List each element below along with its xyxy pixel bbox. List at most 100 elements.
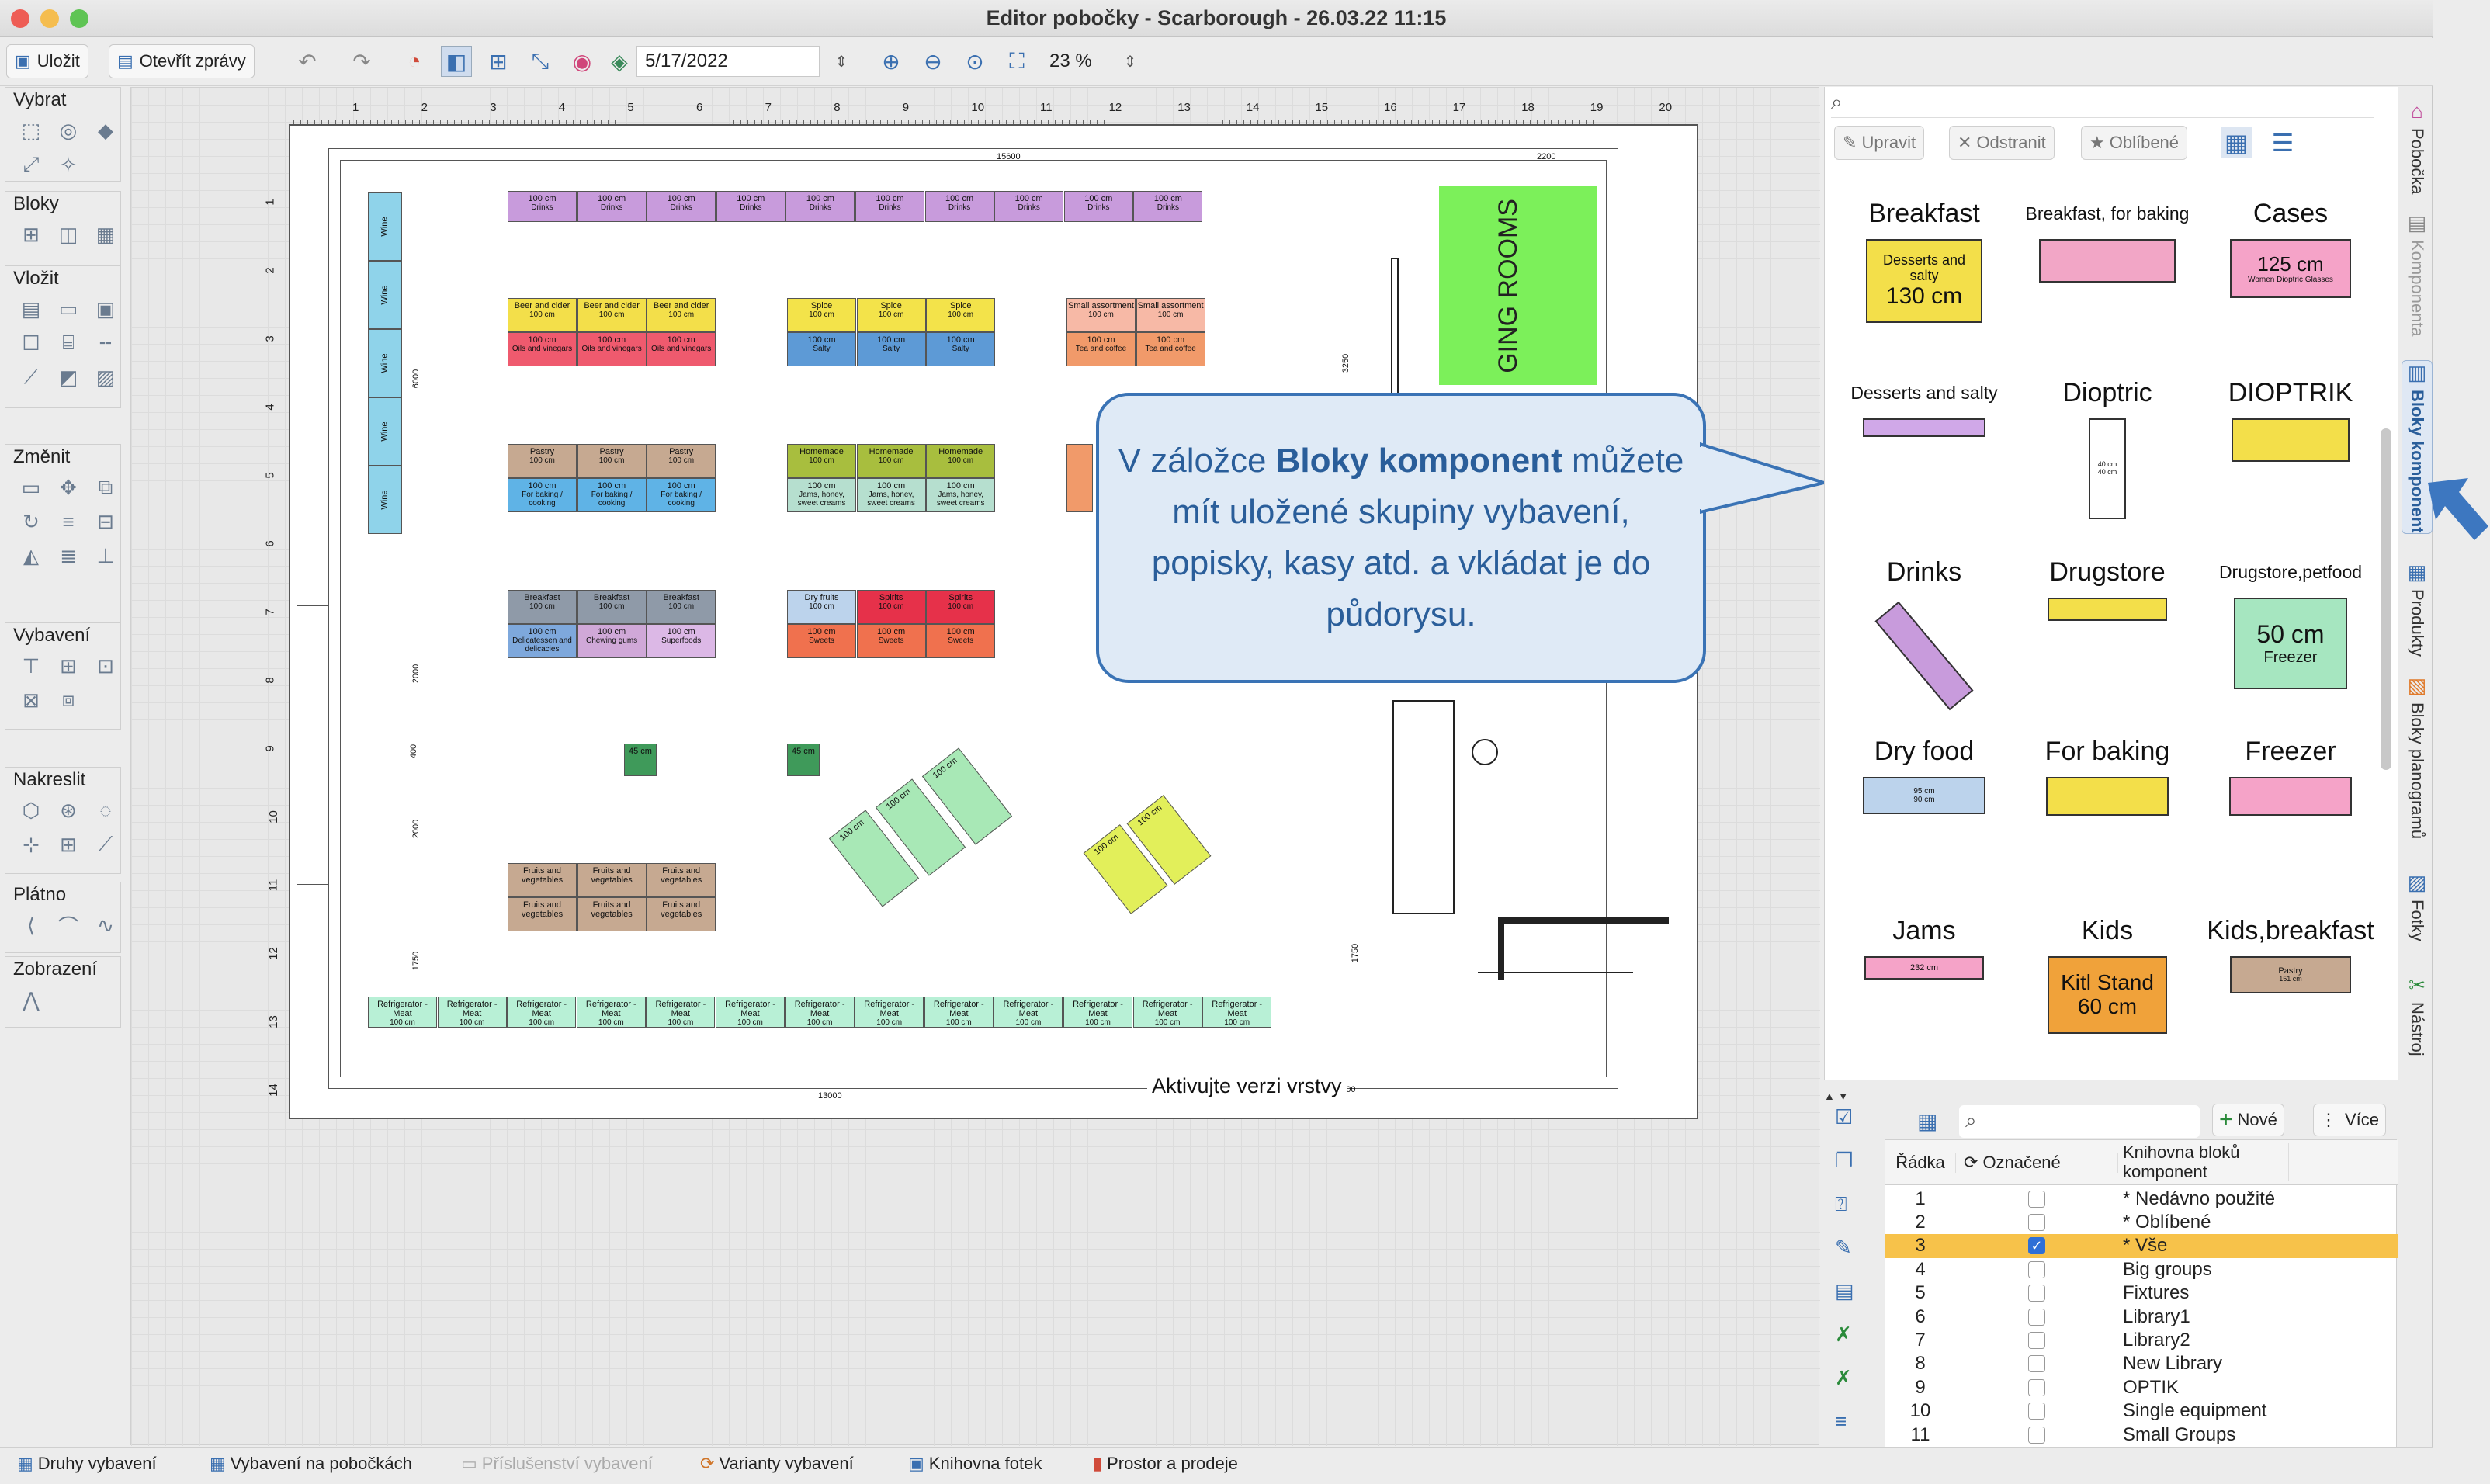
tool-icon[interactable]: ⊞ (60, 832, 77, 856)
tool-icon[interactable]: ╌ (99, 331, 112, 355)
zoom-fit-icon[interactable]: ⊙ (966, 49, 984, 74)
new-library-button[interactable]: +Nové (2212, 1104, 2284, 1136)
tool-icon[interactable]: ≣ (60, 543, 77, 567)
zoom-window-button[interactable] (70, 9, 88, 28)
tool-icon[interactable]: ▤ (21, 296, 41, 321)
bottom-tab-6[interactable]: ▮Prostor a prodeje (1093, 1454, 1238, 1474)
tool-icon[interactable]: ▭ (58, 296, 78, 321)
bottom-tab-3[interactable]: ▭Příslušenství vybavení (461, 1454, 653, 1474)
library-tool-icon[interactable]: ▤ (1835, 1279, 1854, 1302)
library-tool-icon[interactable]: ☑ (1835, 1105, 1854, 1129)
fixture-block[interactable]: Wine (368, 261, 402, 329)
library-search-input[interactable]: ⌕ (1959, 1105, 2200, 1138)
fixture-block[interactable]: Fruits and vegetables (647, 897, 716, 931)
row-checkbox[interactable] (2028, 1213, 2045, 1231)
tool-icon[interactable]: ⊡ (97, 654, 114, 678)
zoom-in-icon[interactable]: ⊕ (882, 49, 900, 74)
library-tool-icon[interactable]: ✗ (1835, 1323, 1852, 1346)
side-tab-5[interactable]: ▧Bloky planogramů (2402, 674, 2433, 839)
tool-icon[interactable]: ⊥ (96, 543, 115, 567)
tool-icon[interactable]: ⌸ (62, 331, 75, 354)
fixture-block[interactable] (1066, 444, 1093, 512)
screenshot-icon[interactable]: ◉ (572, 49, 592, 74)
fixture-block[interactable]: 45 cm (624, 744, 657, 776)
side-tab-2[interactable]: ▤Komponenta (2402, 211, 2433, 337)
tool-icon[interactable]: ⧈ (61, 688, 75, 711)
list-view-icon[interactable]: ☰ (2271, 129, 2294, 157)
close-window-button[interactable] (11, 9, 29, 28)
tool-icon[interactable]: ≡ (62, 509, 75, 533)
block-tile[interactable]: Breakfast, for baking (2016, 196, 2199, 374)
row-checkbox[interactable] (2028, 1331, 2045, 1349)
tool-icon[interactable]: ✥ (60, 475, 77, 499)
tool-icon[interactable]: ⊛ (60, 798, 77, 822)
tool-icon[interactable]: ⊟ (97, 509, 114, 533)
grid-view-icon[interactable]: ▦ (2221, 127, 2252, 158)
tool-icon[interactable]: ◎ (59, 118, 78, 142)
tool-icon[interactable]: ⬡ (22, 798, 40, 822)
date-field[interactable]: 5/17/2022 (636, 46, 820, 77)
tool-icon[interactable]: ⊤ (22, 654, 40, 678)
tool-icon[interactable]: ⊹ (23, 832, 40, 856)
remove-button[interactable]: ✕Odstranit (1949, 126, 2055, 160)
undo-icon[interactable]: ↶ (298, 49, 317, 74)
bottom-tab-5[interactable]: ▣Knihovna fotek (908, 1454, 1042, 1474)
column-header[interactable]: Knihovna bloků komponent (2118, 1143, 2289, 1181)
tool-icon[interactable]: ⋀ (23, 987, 40, 1011)
edit-button[interactable]: ✎Upravit (1834, 126, 1925, 160)
tool-icon[interactable]: ◩ (58, 365, 78, 389)
tool-icon[interactable]: ⌒ (57, 914, 78, 938)
block-tile[interactable]: Desserts and salty (1833, 375, 2016, 553)
table-row[interactable]: 3✓* Vše (1885, 1233, 2398, 1258)
block-tile[interactable]: Drinks (1833, 554, 2016, 733)
tool-icon[interactable]: ◌ (99, 798, 112, 822)
tool-icon[interactable]: ⊠ (23, 688, 40, 712)
tool-icon[interactable]: ⧉ (98, 475, 113, 498)
side-tab-7[interactable]: ✂Nástroj (2402, 973, 2433, 1056)
block-tile[interactable]: Drugstore (2016, 554, 2199, 733)
gallery-scrollbar[interactable] (2381, 428, 2391, 770)
tool-icon[interactable]: ⟨ (26, 913, 36, 937)
fixture-block[interactable]: Wine (368, 397, 402, 466)
bottom-tab-4[interactable]: ⟳Varianty vybavení (700, 1454, 854, 1474)
tool-icon[interactable]: ☐ (22, 331, 40, 355)
minimize-window-button[interactable] (40, 9, 59, 28)
tool-icon[interactable]: ∿ (97, 913, 114, 937)
